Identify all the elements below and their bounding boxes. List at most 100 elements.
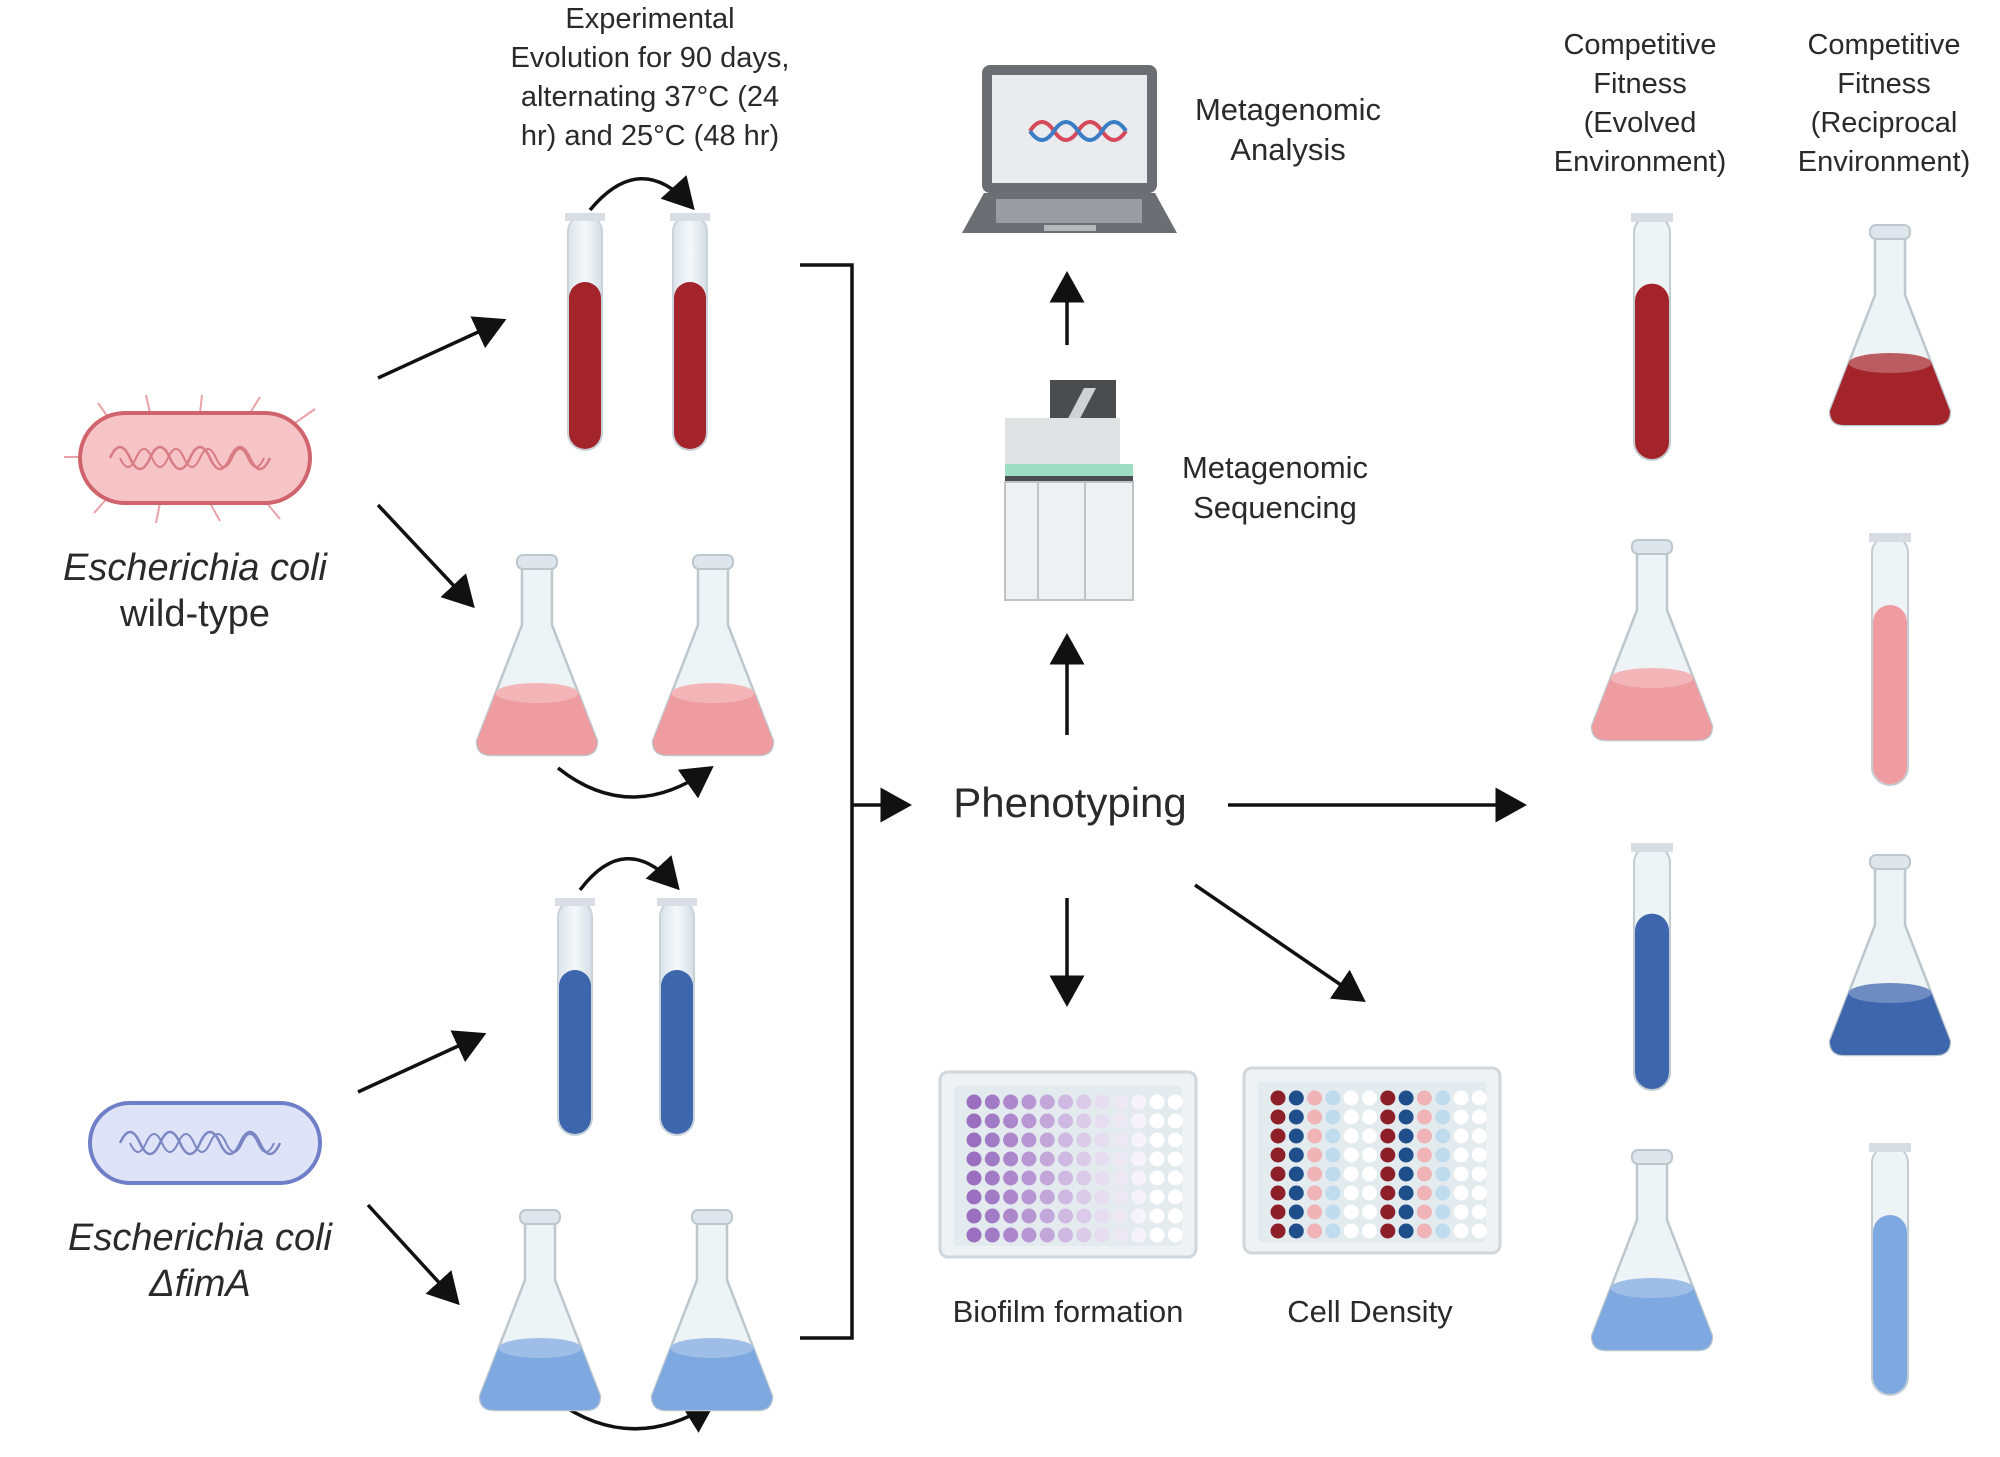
plate-well — [1416, 1147, 1432, 1163]
plate-well — [1471, 1090, 1487, 1106]
plate-well — [1343, 1166, 1359, 1182]
plate-well — [1307, 1128, 1323, 1144]
plate-well — [1398, 1109, 1414, 1125]
plate-well — [1021, 1170, 1037, 1186]
plate-well — [1003, 1113, 1019, 1129]
arrow-transfer-red-tubes — [588, 175, 695, 212]
fitness-evolved-header: Competitive Fitness (Evolved Environment… — [1530, 26, 1750, 182]
plate-well — [1343, 1128, 1359, 1144]
plate-well — [1149, 1113, 1165, 1129]
arrow-wt-to-flasks — [376, 503, 475, 609]
caption-line: hr) and 25°C (48 hr) — [520, 120, 780, 152]
plate-well — [1058, 1227, 1073, 1243]
strain-name: Escherichia coli — [63, 547, 327, 589]
metagenomic-sequencing-label: Metagenomic Sequencing — [1150, 448, 1400, 528]
plate-well — [1343, 1090, 1359, 1106]
plate-well — [1131, 1208, 1147, 1224]
plate-well — [1003, 1208, 1019, 1224]
blue-flask-left — [478, 1209, 602, 1412]
caption-line: alternating 37°C (24 — [520, 81, 780, 113]
plate-well — [1307, 1109, 1323, 1125]
header-line: Competitive — [1807, 29, 1961, 61]
flask-liquid — [480, 1348, 600, 1410]
flask-liquid — [652, 1348, 772, 1410]
plate-well — [1149, 1208, 1165, 1224]
arrow-fima-to-tubes — [357, 1030, 487, 1094]
plate-well — [966, 1189, 982, 1205]
fitness-reciprocal-header: Competitive Fitness (Reciprocal Environm… — [1768, 26, 2000, 182]
plate-well — [1270, 1109, 1286, 1125]
plate-well — [1288, 1090, 1304, 1106]
plate-well — [1325, 1185, 1341, 1201]
plate-well — [1343, 1185, 1359, 1201]
plate-well — [1362, 1147, 1377, 1163]
label-line: Metagenomic — [1181, 450, 1369, 485]
tube-liquid — [674, 282, 706, 449]
header-line: Environment) — [1553, 146, 1727, 178]
plate-well — [1270, 1223, 1286, 1239]
plate-well — [1112, 1094, 1128, 1110]
plate-well — [1416, 1128, 1432, 1144]
plate-well — [1003, 1151, 1019, 1167]
plate-well — [1325, 1204, 1341, 1220]
caption-line: Evolution for 90 days, — [510, 42, 790, 74]
tube-liquid — [1873, 1215, 1907, 1394]
flask-liquid — [1592, 678, 1712, 740]
plate-well — [1270, 1204, 1286, 1220]
plate-well — [1453, 1166, 1469, 1182]
plate-well — [1021, 1189, 1037, 1205]
header-line: (Reciprocal — [1810, 107, 1958, 139]
sequencer-icon — [1004, 380, 1134, 601]
plate-well — [1307, 1090, 1323, 1106]
plate-well — [1167, 1227, 1183, 1243]
plate-well — [1270, 1166, 1286, 1182]
plate-well — [966, 1113, 982, 1129]
plate-well — [1058, 1094, 1073, 1110]
plate-well — [1453, 1128, 1469, 1144]
plate-well — [1021, 1113, 1037, 1129]
plate-well — [1094, 1094, 1110, 1110]
plate-well — [1343, 1223, 1359, 1239]
laptop-icon — [962, 65, 1177, 233]
plate-well — [1149, 1170, 1165, 1186]
plate-well — [1094, 1113, 1110, 1129]
plate-well — [1039, 1208, 1055, 1224]
plate-well — [1471, 1185, 1487, 1201]
plate-well — [1149, 1189, 1165, 1205]
plate-well — [1167, 1208, 1183, 1224]
plate-well — [1380, 1128, 1396, 1144]
plate-well — [1270, 1147, 1286, 1163]
plate-well — [1039, 1094, 1055, 1110]
plate-well — [1149, 1094, 1165, 1110]
plate-well — [1288, 1128, 1304, 1144]
plate-well — [1039, 1151, 1055, 1167]
plate-well — [1039, 1170, 1055, 1186]
bacterium-fima-icon — [88, 1101, 322, 1185]
plate-well — [1112, 1208, 1128, 1224]
plate-well — [1131, 1227, 1147, 1243]
fitness-evolved-flask — [1590, 539, 1714, 742]
plate-well — [1362, 1109, 1377, 1125]
plate-well — [1112, 1113, 1128, 1129]
plate-well — [1167, 1113, 1183, 1129]
plate-well — [1058, 1113, 1073, 1129]
plate-well — [1325, 1147, 1341, 1163]
plate-well — [1058, 1132, 1073, 1148]
plate-well — [966, 1094, 982, 1110]
plate-well — [1398, 1185, 1414, 1201]
plate-well — [1131, 1094, 1147, 1110]
arrow-transfer-blue-flasks — [553, 1398, 716, 1433]
plate-well — [1003, 1132, 1019, 1148]
plate-well — [1398, 1147, 1414, 1163]
plate-well — [1398, 1223, 1414, 1239]
plate-well — [1094, 1189, 1110, 1205]
plate-well — [1307, 1204, 1323, 1220]
plate-well — [984, 1094, 1000, 1110]
flask-liquid — [477, 693, 597, 755]
plate-well — [1021, 1151, 1037, 1167]
plate-well — [1416, 1109, 1432, 1125]
plate-well — [1416, 1223, 1432, 1239]
